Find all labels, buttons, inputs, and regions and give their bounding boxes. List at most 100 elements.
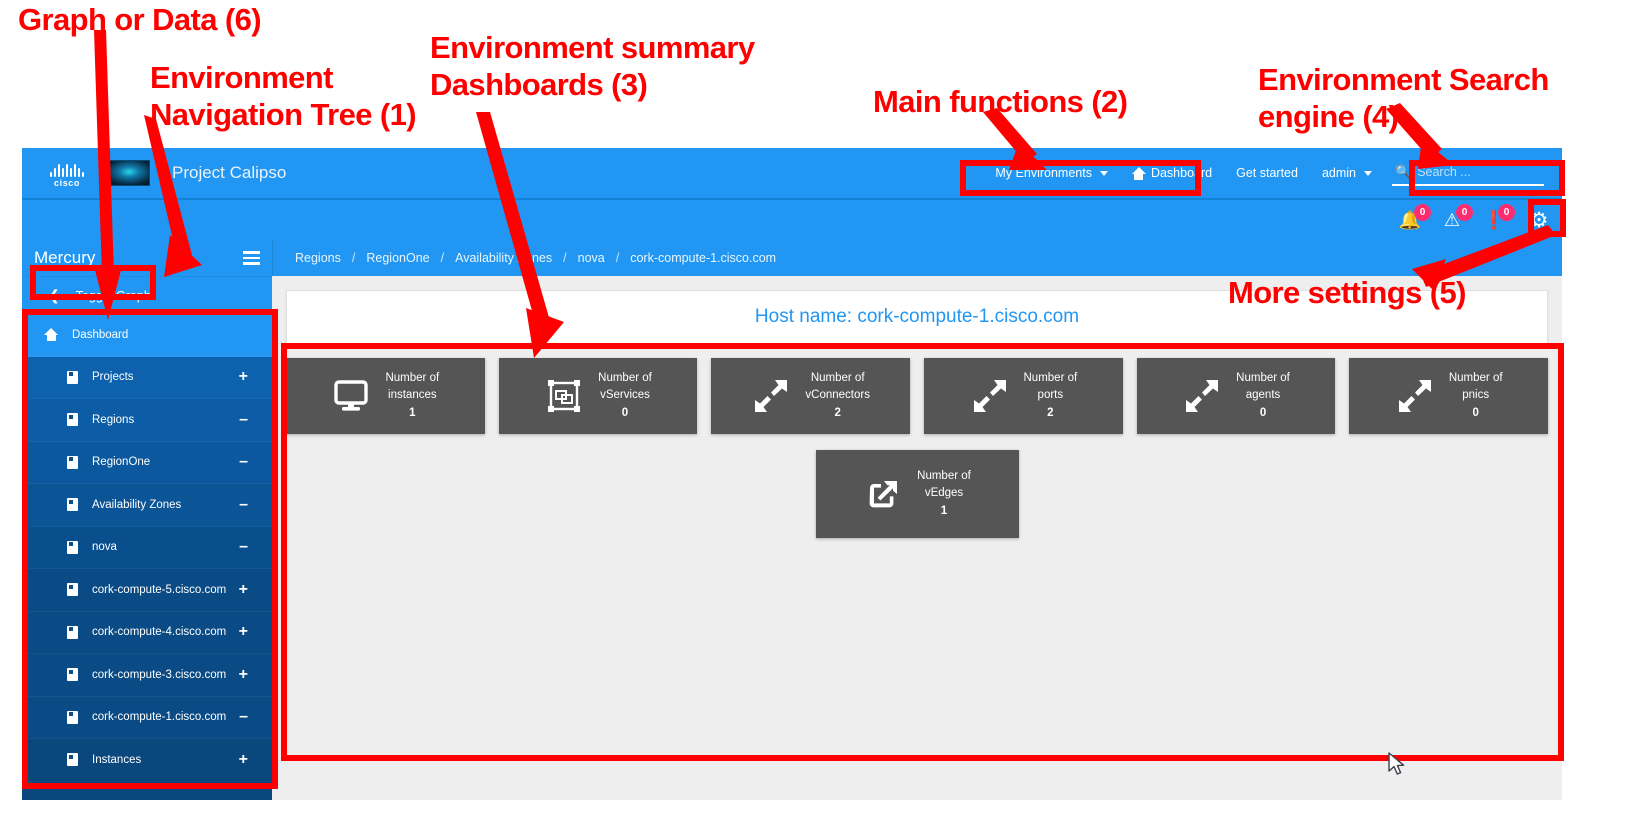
annotation-environment-navigation-tree: Environment Navigation Tree (1) xyxy=(150,60,417,132)
cisco-logo-icon: cisco xyxy=(44,158,90,188)
card-line2: instances xyxy=(388,388,437,401)
calipso-logo-thumbnail xyxy=(104,160,150,186)
sidebar-item-label: cork-compute-5.cisco.com xyxy=(92,583,227,596)
card-number-of-agents[interactable]: Number of agents 0 xyxy=(1136,358,1336,434)
collapse-toggle[interactable]: – xyxy=(239,495,248,513)
card-number-of-ports[interactable]: Number of ports 2 xyxy=(924,358,1123,434)
sidebar-item-cork-compute-3[interactable]: cork-compute-3.cisco.com + xyxy=(22,654,272,697)
card-line1: Number of xyxy=(1236,371,1290,384)
arrow-summary-dashboards xyxy=(476,112,564,358)
card-number-of-pnics[interactable]: Number of pnics 0 xyxy=(1349,358,1549,434)
sidebar-item-regions[interactable]: Regions – xyxy=(22,399,272,442)
sidebar-item-cork-compute-4[interactable]: cork-compute-4.cisco.com + xyxy=(22,611,272,654)
nav-dashboard[interactable]: Dashboard xyxy=(1120,160,1224,186)
mouse-cursor xyxy=(1388,752,1405,775)
sidebar-item-partial[interactable] xyxy=(22,781,272,800)
sidebar-item-label: Regions xyxy=(92,413,135,426)
search-input[interactable] xyxy=(1417,165,1536,179)
nav-get-started[interactable]: Get started xyxy=(1224,160,1310,186)
node-icon xyxy=(67,413,78,427)
sidebar-item-dashboard[interactable]: Dashboard xyxy=(22,314,272,357)
breadcrumb-separator: / xyxy=(440,251,445,265)
card-line1: Number of xyxy=(810,371,865,384)
cisco-bars xyxy=(50,164,84,177)
annotation-main-functions: Main functions (2) xyxy=(873,84,1128,119)
main-content-area: Regions / RegionOne / Availability Zones… xyxy=(272,240,1562,800)
home-icon xyxy=(1131,166,1146,180)
error-badge-count: 0 xyxy=(1498,204,1515,221)
card-line1: Number of xyxy=(1023,371,1078,384)
nav-dashboard-label: Dashboard xyxy=(1150,166,1213,180)
collapse-toggle[interactable]: – xyxy=(239,538,248,556)
notifications-bell-icon[interactable]: 🔔 0 xyxy=(1390,204,1431,235)
breadcrumb-separator: / xyxy=(615,251,620,265)
card-line2: ports xyxy=(1037,388,1064,401)
nav-admin[interactable]: admin xyxy=(1310,160,1384,186)
node-icon xyxy=(67,668,78,682)
sidebar-item-cork-compute-1[interactable]: cork-compute-1.cisco.com – xyxy=(22,696,272,739)
warning-badge-count: 0 xyxy=(1456,204,1473,221)
sidebar-item-label: Availability Zones xyxy=(92,498,182,511)
breadcrumb-item-nova[interactable]: nova xyxy=(577,251,605,265)
card-line2: pnics xyxy=(1462,388,1490,401)
card-text: Number of vConnectors 2 xyxy=(805,370,870,422)
sidebar-item-label: Instances xyxy=(92,753,142,766)
card-value: 1 xyxy=(409,407,416,420)
collapse-toggle[interactable]: – xyxy=(239,708,248,726)
sidebar-item-regionone[interactable]: RegionOne – xyxy=(22,441,272,484)
card-line1: Number of xyxy=(917,469,971,482)
app-title: Project Calipso xyxy=(172,163,287,182)
card-number-of-vconnectors[interactable]: Number of vConnectors 2 xyxy=(711,358,911,434)
card-text: Number of instances 1 xyxy=(385,370,439,422)
card-text: Number of ports 2 xyxy=(1024,370,1078,422)
card-text: Number of vServices 0 xyxy=(598,370,652,422)
nav-get-started-label: Get started xyxy=(1236,166,1298,180)
breadcrumb-separator: / xyxy=(563,251,567,265)
cisco-wordmark: cisco xyxy=(53,178,80,188)
expand-toggle[interactable]: + xyxy=(238,623,248,641)
top-nav-links: My Environments Dashboard Get started ad… xyxy=(983,160,1562,186)
breadcrumb-item-cork-compute-1[interactable]: cork-compute-1.cisco.com xyxy=(630,251,777,265)
sidebar-item-label: RegionOne xyxy=(92,456,151,469)
expand-toggle[interactable]: + xyxy=(238,750,248,768)
environment-search-box[interactable]: 🔍 xyxy=(1392,160,1544,186)
sidebar-item-instances[interactable]: Instances + xyxy=(22,739,272,782)
node-icon xyxy=(67,625,78,639)
sidebar-item-projects[interactable]: Projects + xyxy=(22,356,272,399)
expand-toggle[interactable]: + xyxy=(238,580,248,598)
sidebar-item-cork-compute-5[interactable]: cork-compute-5.cisco.com + xyxy=(22,569,272,612)
card-number-of-vedges[interactable]: Number of vEdges 1 xyxy=(815,450,1019,538)
collapse-toggle[interactable]: – xyxy=(239,453,248,471)
card-number-of-instances[interactable]: Number of instances 1 xyxy=(286,358,485,434)
sidebar-item-availability-zones[interactable]: Availability Zones – xyxy=(22,484,272,527)
sidebar-item-nova[interactable]: nova – xyxy=(22,526,272,569)
arrow-navigation-tree xyxy=(144,115,202,277)
breadcrumb-item-regionone[interactable]: RegionOne xyxy=(366,251,430,265)
sidebar-item-label: cork-compute-4.cisco.com xyxy=(92,626,227,639)
card-value: 2 xyxy=(834,407,841,420)
status-icon-bar: 🔔 0 ⚠ 0 ❗ 0 ⚙ xyxy=(22,198,1562,240)
card-text: Number of agents 0 xyxy=(1236,370,1290,422)
hamburger-icon[interactable] xyxy=(243,251,260,265)
errors-icon[interactable]: ❗ 0 xyxy=(1474,204,1515,235)
compress-arrows-icon xyxy=(751,376,791,416)
card-value: 0 xyxy=(1259,407,1267,420)
page-title: Host name: cork-compute-1.cisco.com xyxy=(754,306,1080,327)
bell-badge-count: 0 xyxy=(1414,204,1431,221)
annotation-more-settings: More settings (5) xyxy=(1228,275,1466,310)
warnings-icon[interactable]: ⚠ 0 xyxy=(1432,204,1473,235)
arrow-graph-or-data xyxy=(94,30,121,320)
breadcrumb-item-regions[interactable]: Regions xyxy=(295,251,341,265)
card-number-of-vservices[interactable]: Number of vServices 0 xyxy=(498,358,698,434)
host-name-panel: Host name: cork-compute-1.cisco.com xyxy=(286,290,1548,344)
expand-toggle[interactable]: + xyxy=(238,368,248,386)
node-icon xyxy=(67,370,78,384)
expand-toggle[interactable]: + xyxy=(238,665,248,683)
settings-gear-icon[interactable]: ⚙ xyxy=(1529,208,1549,232)
sidebar-item-label: cork-compute-1.cisco.com xyxy=(92,711,227,724)
nav-admin-label: admin xyxy=(1321,166,1356,180)
node-icon xyxy=(67,498,78,512)
collapse-toggle[interactable]: – xyxy=(239,410,248,428)
card-line2: vEdges xyxy=(924,486,964,499)
